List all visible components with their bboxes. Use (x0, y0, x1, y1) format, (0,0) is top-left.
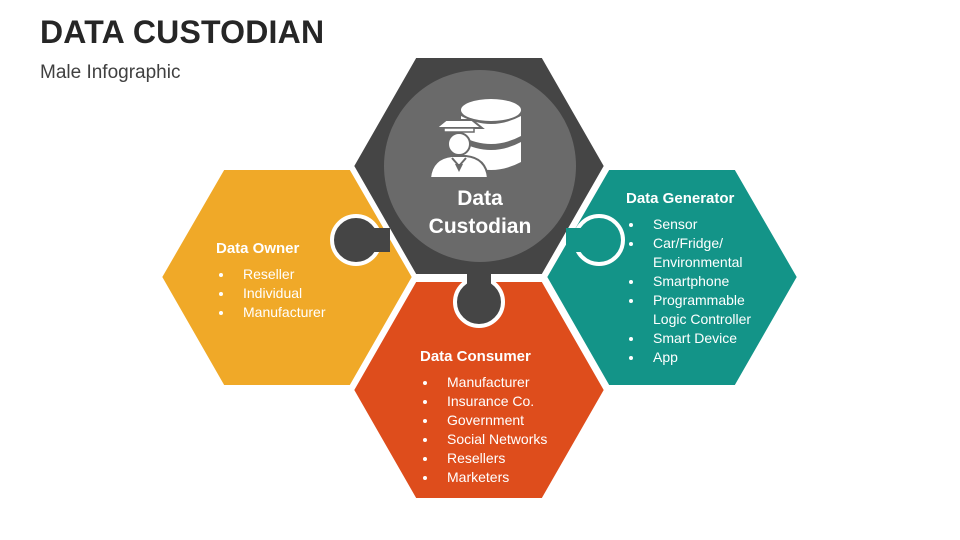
data-generator-list: Sensor Car/Fridge/ Environmental Smartph… (626, 215, 796, 367)
custodian-label-line1: Data (457, 187, 503, 210)
page-subtitle: Male Infographic (40, 62, 181, 83)
list-item: Manufacturer (420, 373, 600, 392)
data-generator-title: Data Generator (626, 190, 735, 207)
custodian-label: Data Custodian (389, 185, 571, 241)
list-item: Reseller (216, 265, 386, 284)
data-consumer-panel: Data Consumer Manufacturer Insurance Co.… (420, 348, 600, 487)
list-item: Programmable (626, 291, 796, 310)
data-consumer-hexagon (350, 278, 608, 502)
data-consumer-list: Manufacturer Insurance Co. Government So… (420, 373, 600, 487)
page-title: DATA CUSTODIAN (40, 14, 325, 50)
list-item: Resellers (420, 449, 600, 468)
list-item: Marketers (420, 468, 600, 487)
custodian-database-icon (428, 99, 521, 179)
custodian-label-line2: Custodian (428, 215, 532, 238)
list-item: Government (420, 411, 600, 430)
list-item-continuation: Environmental (653, 254, 743, 270)
list-item: Car/Fridge/ (626, 234, 796, 253)
list-item: Social Networks (420, 430, 600, 449)
data-owner-list: Reseller Individual Manufacturer (216, 265, 386, 322)
list-item: Smartphone (626, 272, 796, 291)
list-item: Insurance Co. (420, 392, 600, 411)
data-generator-panel: Data Generator Sensor Car/Fridge/ Enviro… (626, 190, 796, 367)
list-item: Individual (216, 284, 386, 303)
data-consumer-title: Data Consumer (420, 348, 531, 365)
list-item: Manufacturer (216, 303, 386, 322)
data-owner-panel: Data Owner Reseller Individual Manufactu… (216, 240, 386, 322)
data-owner-title: Data Owner (216, 240, 300, 257)
list-item: App (626, 348, 796, 367)
list-item-continuation: Logic Controller (653, 311, 752, 327)
list-item: Sensor (626, 215, 796, 234)
list-item: Smart Device (626, 329, 796, 348)
